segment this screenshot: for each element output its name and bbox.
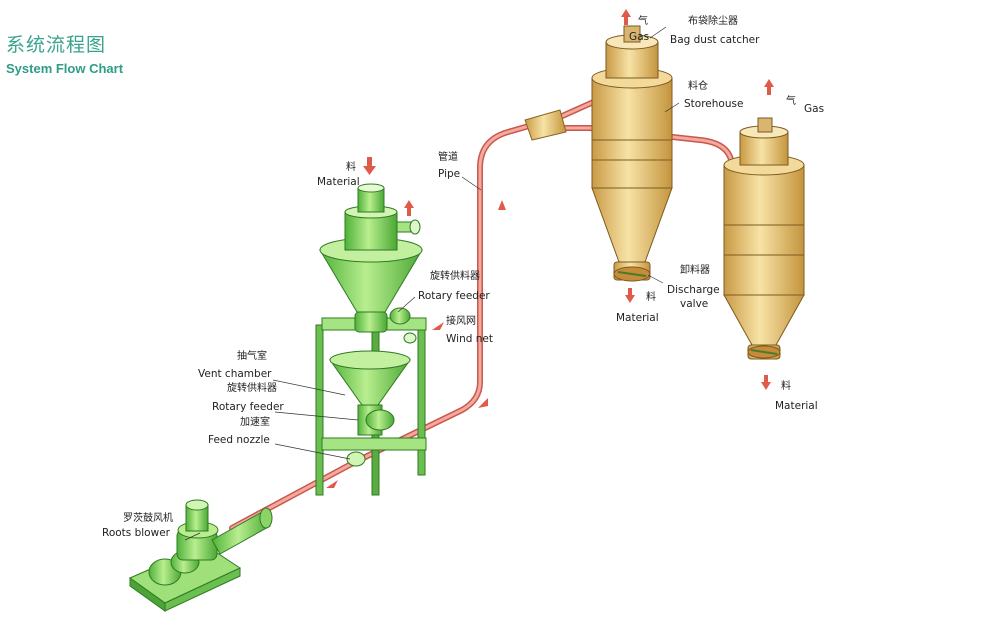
label-material-left-cn: 料 bbox=[646, 290, 656, 303]
label-gas-right-en: Gas bbox=[804, 103, 824, 115]
label-pipe-en: Pipe bbox=[438, 168, 460, 180]
label-material-top-en: Material bbox=[317, 176, 360, 188]
label-rotary-feeder-top-en: Rotary feeder bbox=[418, 290, 490, 302]
diagram-title-cn: 系统流程图 bbox=[6, 34, 107, 56]
leader-feed-nozzle bbox=[274, 443, 351, 460]
leader-rotary-feeder-mid bbox=[274, 411, 359, 421]
labels: 料 Material 旋转供料器 Rotary feeder 接风网 Wind … bbox=[102, 14, 824, 539]
label-gas-top-en: Gas bbox=[629, 31, 649, 43]
material-right-arrow bbox=[761, 375, 771, 390]
leader-pipe bbox=[461, 176, 482, 191]
label-wind-net-cn: 接风网 bbox=[446, 314, 476, 327]
label-material-top-cn: 料 bbox=[346, 160, 356, 173]
label-discharge-valve-cn: 卸料器 bbox=[680, 263, 710, 276]
discharge-valve-left bbox=[613, 266, 651, 282]
roots-blower bbox=[128, 499, 273, 612]
leader-bag-dust-catcher bbox=[649, 26, 667, 39]
leader-discharge-valve bbox=[647, 274, 664, 284]
label-vent-chamber-cn: 抽气室 bbox=[237, 349, 267, 362]
vent-up-arrow bbox=[404, 200, 414, 216]
label-material-right-cn: 料 bbox=[781, 379, 791, 392]
leader-roots-blower bbox=[184, 532, 201, 541]
gas-top-arrow bbox=[621, 9, 631, 25]
label-storehouse-cn: 料仓 bbox=[688, 79, 708, 92]
label-feed-nozzle-cn: 加速室 bbox=[240, 415, 270, 428]
label-roots-blower-cn: 罗茨鼓风机 bbox=[123, 511, 173, 524]
label-rotary-feeder-mid-en: Rotary feeder bbox=[212, 401, 284, 413]
storehouse-1 bbox=[591, 25, 673, 282]
leader-storehouse bbox=[664, 102, 680, 113]
pipe-flow-arrow-2 bbox=[326, 480, 338, 488]
label-discharge-valve-en-2: valve bbox=[680, 298, 708, 310]
diagram-title-en: System Flow Chart bbox=[6, 61, 124, 76]
feeder-tower bbox=[315, 183, 427, 496]
wind-net-arrow bbox=[432, 322, 444, 330]
label-bag-dust-catcher-en: Bag dust catcher bbox=[670, 34, 760, 46]
leader-rotary-feeder-top bbox=[397, 296, 416, 313]
discharge-valve-right bbox=[747, 345, 781, 359]
label-feed-nozzle-en: Feed nozzle bbox=[208, 434, 270, 446]
label-storehouse-en: Storehouse bbox=[684, 98, 743, 110]
pipe-diverter bbox=[524, 109, 567, 141]
leader-vent-chamber bbox=[272, 379, 346, 396]
label-bag-dust-catcher-cn: 布袋除尘器 bbox=[688, 14, 738, 27]
label-gas-right-cn: 气 bbox=[786, 94, 796, 107]
material-in-arrow bbox=[363, 157, 376, 175]
label-discharge-valve-en-1: Discharge bbox=[667, 284, 720, 296]
label-rotary-feeder-top-cn: 旋转供料器 bbox=[430, 269, 480, 282]
label-material-left-en: Material bbox=[616, 312, 659, 324]
label-vent-chamber-en: Vent chamber bbox=[198, 368, 272, 380]
label-rotary-feeder-mid-cn: 旋转供料器 bbox=[227, 381, 277, 394]
label-gas-top-cn: 气 bbox=[638, 14, 648, 27]
storehouse-2 bbox=[723, 117, 805, 360]
label-pipe-cn: 管道 bbox=[438, 150, 458, 163]
label-roots-blower-en: Roots blower bbox=[102, 527, 171, 539]
pipe-up-arrow bbox=[498, 200, 506, 210]
label-wind-net-en: Wind net bbox=[446, 333, 493, 345]
material-left-arrow bbox=[625, 288, 635, 303]
label-material-right-en: Material bbox=[775, 400, 818, 412]
gas-right-arrow bbox=[764, 79, 774, 95]
pipe-flow-arrow-1 bbox=[478, 398, 488, 408]
